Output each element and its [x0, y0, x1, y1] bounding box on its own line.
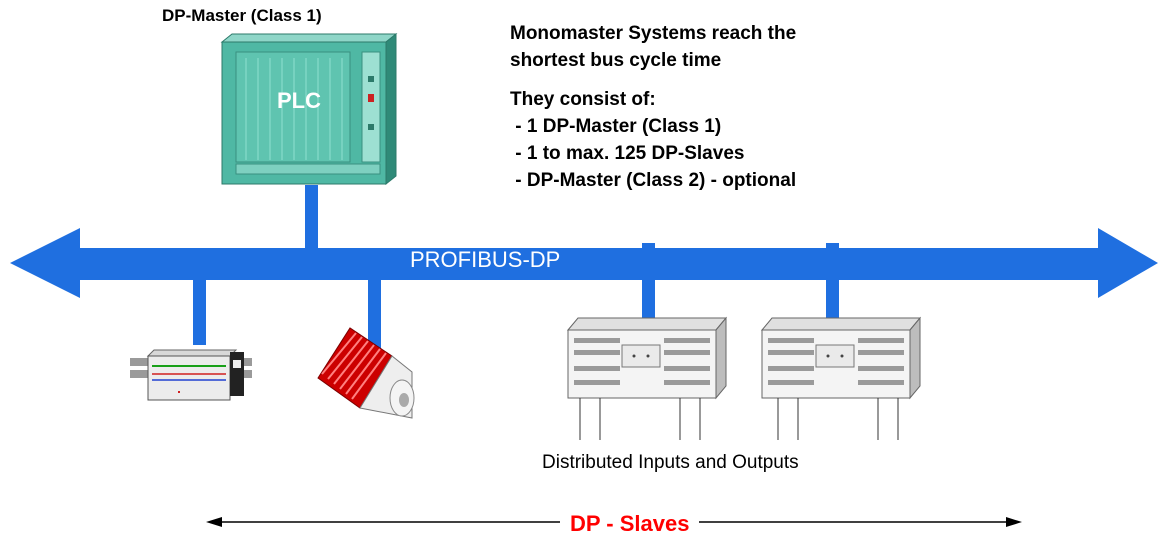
info-heading-line2: shortest bus cycle time [510, 50, 722, 71]
master-bus-drop [305, 185, 318, 255]
info-block: Monomaster Systems reach the shortest bu… [510, 20, 950, 194]
master-label: DP-Master (Class 1) [162, 6, 322, 25]
io-label: Distributed Inputs and Outputs [542, 452, 799, 473]
profibus-bus-arrow [10, 228, 1158, 298]
info-consist-label: They consist of: [510, 89, 656, 110]
info-item: - 1 to max. 125 DP-Slaves [510, 143, 745, 164]
info-heading-line1: Monomaster Systems reach the [510, 23, 797, 44]
info-item: - DP-Master (Class 2) - optional [510, 170, 797, 191]
slaves-label: DP - Slaves [560, 511, 700, 537]
drive-motor-icon [317, 327, 415, 419]
plc-rack-icon [220, 32, 398, 186]
plc-label: PLC [277, 88, 321, 113]
slave2-bus-drop [368, 270, 381, 350]
distributed-io-module-1-icon [566, 316, 728, 440]
distributed-io-module-2-icon [760, 316, 922, 440]
info-item: - 1 DP-Master (Class 1) [510, 116, 722, 137]
bus-label: PROFIBUS-DP [410, 247, 561, 272]
slave1-bus-drop [193, 270, 206, 345]
din-rail-module-icon [130, 349, 252, 401]
